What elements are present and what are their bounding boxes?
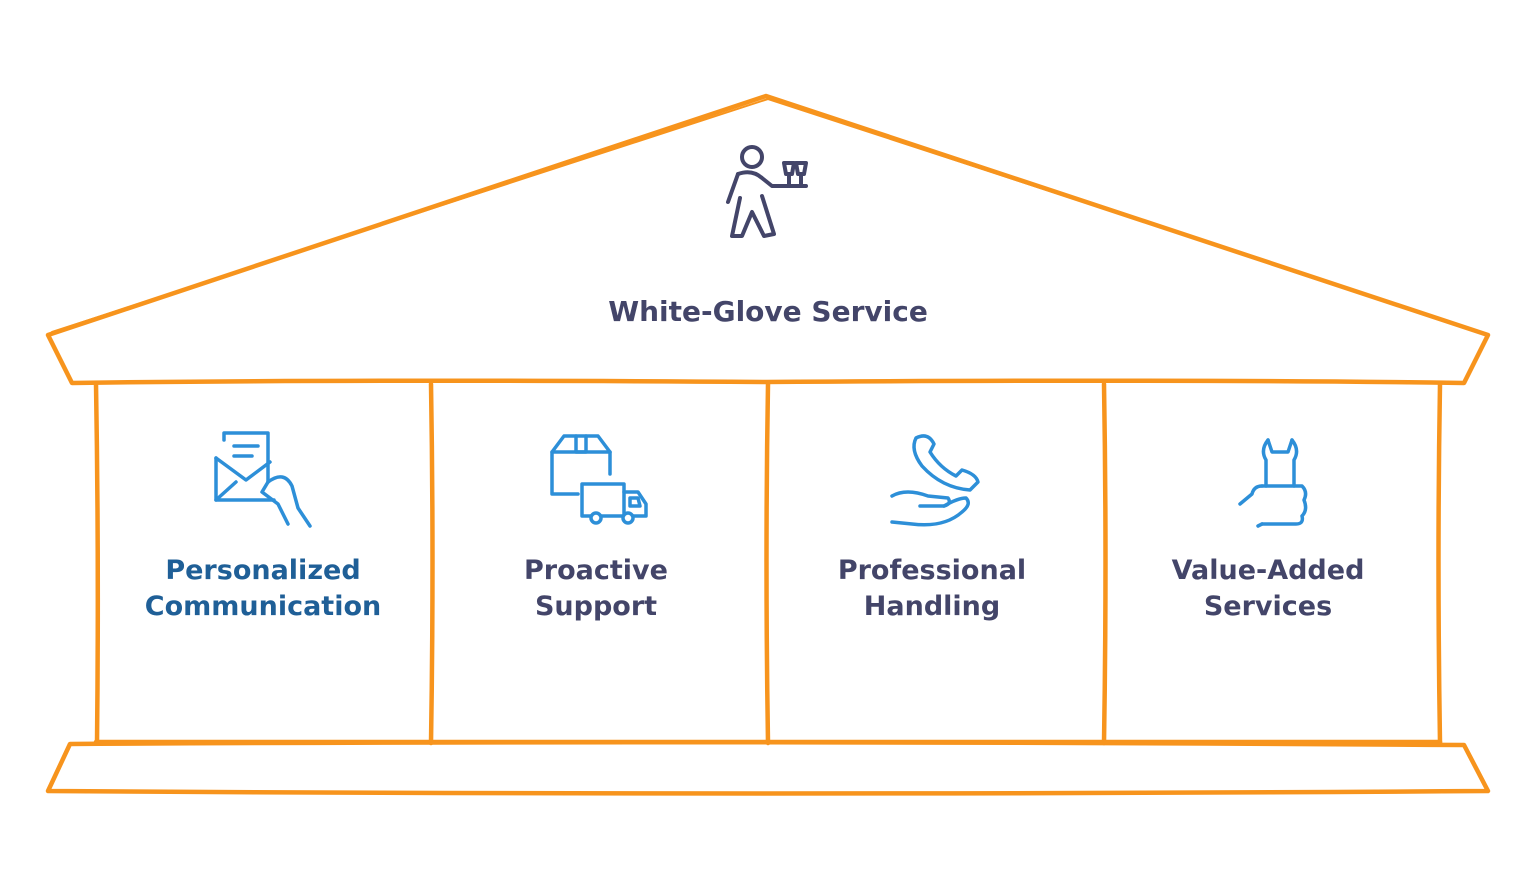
pillar-title-proactive-support: Proactive Support [436,553,756,625]
waiter-with-tray-icon [726,145,808,238]
box-and-truck-icon [550,434,648,525]
wrench-in-hand-icon [1238,438,1308,528]
roof-outline-sketch [51,98,1485,334]
pillar-title-value-added-services: Value-Added Services [1108,553,1428,625]
pillar-title-line2: Support [534,591,658,622]
pillar-title-line2: Communication [144,591,382,622]
phone-over-hand-icon [890,434,980,527]
envelope-in-hand-icon [214,431,312,528]
pillar-title-professional-handling: Professional Handling [772,553,1092,625]
pillar-title-line1: Professional [837,555,1027,586]
base-platform [45,739,1491,796]
pillar-title-line2: Services [1203,591,1333,622]
pillar-title-personalized-communication: Personalized Communication [103,553,423,625]
pillar-title-line2: Handling [863,591,1001,622]
pillar-title-line1: Proactive [524,555,668,586]
pillar-title-line1: Value-Added [1171,555,1365,586]
columns [93,381,1443,746]
roof-title: White-Glove Service [608,295,928,328]
roof-outline [45,93,1491,386]
pillar-title-line1: Personalized [165,555,361,586]
